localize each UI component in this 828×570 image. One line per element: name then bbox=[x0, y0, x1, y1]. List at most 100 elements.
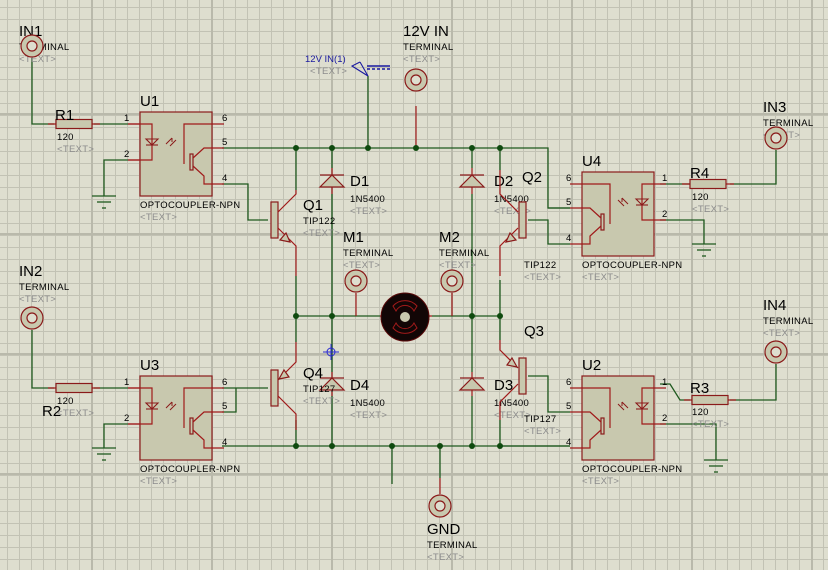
resistor-body bbox=[55, 382, 93, 394]
transistor-base-bar bbox=[518, 201, 527, 239]
terminal-hole bbox=[410, 74, 422, 86]
phototransistor-collector bbox=[570, 207, 602, 219]
junction-dot bbox=[293, 313, 299, 319]
resistor-text: <TEXT> bbox=[57, 144, 94, 155]
resistor-text: <TEXT> bbox=[692, 419, 729, 430]
terminal-text: <TEXT> bbox=[19, 294, 56, 305]
resistor-ref: R2 bbox=[42, 403, 61, 420]
ground-icon bbox=[704, 459, 728, 473]
pin-number: 2 bbox=[124, 149, 129, 160]
wire bbox=[660, 423, 717, 460]
net-label-12v-in[interactable]: 12V IN(1)<TEXT> bbox=[305, 54, 390, 77]
led-icon bbox=[144, 402, 160, 410]
terminal-ref: IN2 bbox=[19, 263, 42, 280]
junction-dot bbox=[469, 145, 475, 151]
pin-number: 1 bbox=[662, 173, 667, 184]
led-icon bbox=[144, 138, 160, 146]
diode-value: 1N5400 bbox=[494, 194, 529, 205]
optocoupler-value: OPTOCOUPLER-NPN bbox=[582, 464, 682, 475]
phototransistor-emitter bbox=[570, 429, 602, 449]
junction-dot bbox=[329, 145, 335, 151]
light-arrows-icon bbox=[617, 401, 629, 411]
junction-dot bbox=[293, 443, 299, 449]
transistor-lower-lead bbox=[499, 227, 519, 276]
optocoupler-value: OPTOCOUPLER-NPN bbox=[140, 200, 240, 211]
motor-winding-icon bbox=[392, 300, 418, 313]
phototransistor-emitter bbox=[570, 225, 602, 245]
optocoupler-text: <TEXT> bbox=[582, 476, 619, 487]
net-label-arrow-icon bbox=[350, 61, 369, 77]
diode-ref: D3 bbox=[494, 377, 513, 394]
terminal-text: <TEXT> bbox=[403, 54, 440, 65]
transistor-base-bar bbox=[518, 357, 527, 395]
diode-text: <TEXT> bbox=[494, 410, 531, 421]
optocoupler-ref: U3 bbox=[140, 357, 159, 374]
pin-number: 2 bbox=[662, 413, 667, 424]
transistor-text: <TEXT> bbox=[524, 426, 561, 437]
motor[interactable] bbox=[380, 292, 432, 342]
crosshair-cursor-icon bbox=[323, 344, 339, 360]
wire bbox=[31, 58, 54, 125]
pin-number: 1 bbox=[662, 377, 667, 388]
optocoupler-text: <TEXT> bbox=[140, 212, 177, 223]
junction-dot bbox=[389, 443, 395, 449]
emitter-arrow-icon bbox=[277, 368, 291, 380]
phototransistor-base bbox=[600, 213, 605, 231]
optocoupler-value: OPTOCOUPLER-NPN bbox=[582, 260, 682, 271]
transistor-ref: Q1 bbox=[303, 197, 323, 214]
transistor-ref: Q4 bbox=[303, 365, 323, 382]
junction-dot bbox=[469, 443, 475, 449]
transistor-text: <TEXT> bbox=[303, 228, 340, 239]
junction-dot bbox=[469, 313, 475, 319]
resistor-body bbox=[55, 118, 93, 130]
terminal-hole bbox=[350, 275, 362, 287]
terminal-text: <TEXT> bbox=[763, 328, 800, 339]
wire bbox=[103, 159, 128, 196]
pin-number: 2 bbox=[662, 209, 667, 220]
net-label-text: 12V IN(1) bbox=[305, 54, 346, 65]
diode-icon bbox=[318, 377, 346, 391]
terminal-text: <TEXT> bbox=[19, 54, 56, 65]
phototransistor-collector bbox=[192, 147, 224, 159]
terminal-hole bbox=[446, 275, 458, 287]
diode-value: 1N5400 bbox=[350, 194, 385, 205]
wire bbox=[31, 330, 54, 389]
terminal-type: TERMINAL bbox=[19, 282, 69, 293]
resistor-ref: R3 bbox=[690, 380, 709, 397]
terminal-type: TERMINAL bbox=[403, 42, 453, 53]
terminal-text: <TEXT> bbox=[343, 260, 380, 271]
terminal-ref: IN4 bbox=[763, 297, 786, 314]
diode-text: <TEXT> bbox=[350, 410, 387, 421]
transistor-ref: Q2 bbox=[522, 169, 542, 186]
terminal-ref: M1 bbox=[343, 229, 364, 246]
phototransistor-base bbox=[600, 417, 605, 435]
transistor-base-bar bbox=[270, 201, 279, 239]
led-icon bbox=[634, 402, 650, 410]
